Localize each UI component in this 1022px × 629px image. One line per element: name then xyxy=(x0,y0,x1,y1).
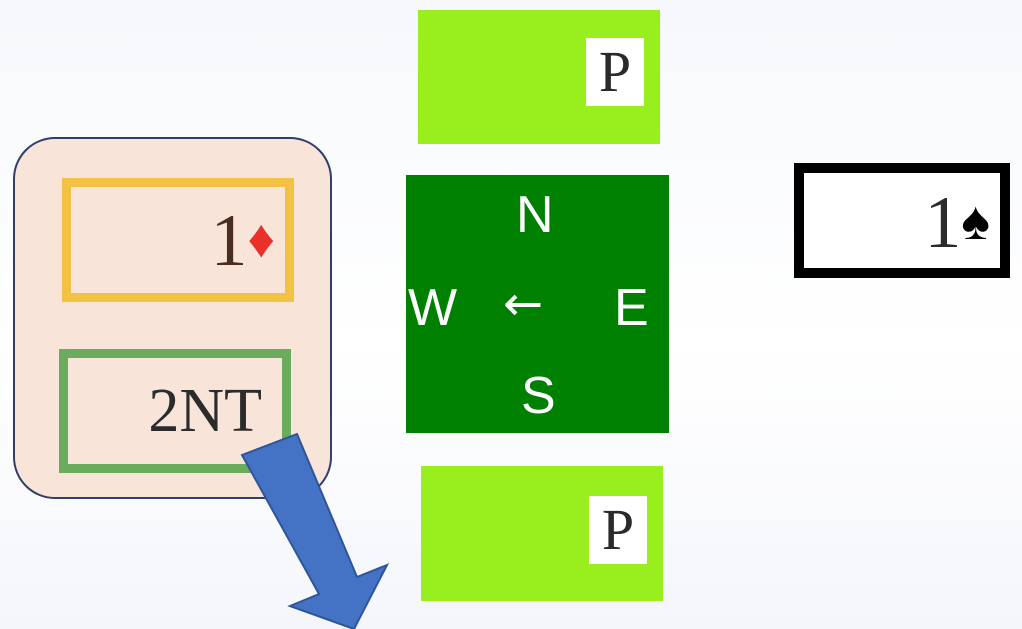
opening-bid-label: 1♦ xyxy=(210,199,275,281)
north-pass-label: P xyxy=(586,38,644,106)
compass-box: N W ← E S xyxy=(406,175,669,433)
compass-south-label: S xyxy=(521,367,556,425)
east-bid-level: 1 xyxy=(924,182,962,264)
south-pass-box: P xyxy=(421,466,663,601)
spade-icon: ♠ xyxy=(961,191,990,251)
east-bid-box: 1♠ xyxy=(794,163,1010,278)
east-bid-label: 1♠ xyxy=(924,181,990,263)
south-pass-label: P xyxy=(589,496,647,564)
compass-west-label: W xyxy=(408,279,458,337)
opening-bid-box: 1♦ xyxy=(62,178,294,302)
compass-north-label: N xyxy=(516,186,554,244)
response-bid-label: 2NT xyxy=(148,377,262,445)
compass-arrow-icon: ← xyxy=(503,276,544,332)
opening-bid-level: 1 xyxy=(210,200,248,282)
diamond-icon: ♦ xyxy=(247,209,275,269)
north-pass-box: P xyxy=(418,10,660,144)
response-bid-box: 2NT xyxy=(59,349,291,473)
compass-east-label: E xyxy=(614,279,649,337)
